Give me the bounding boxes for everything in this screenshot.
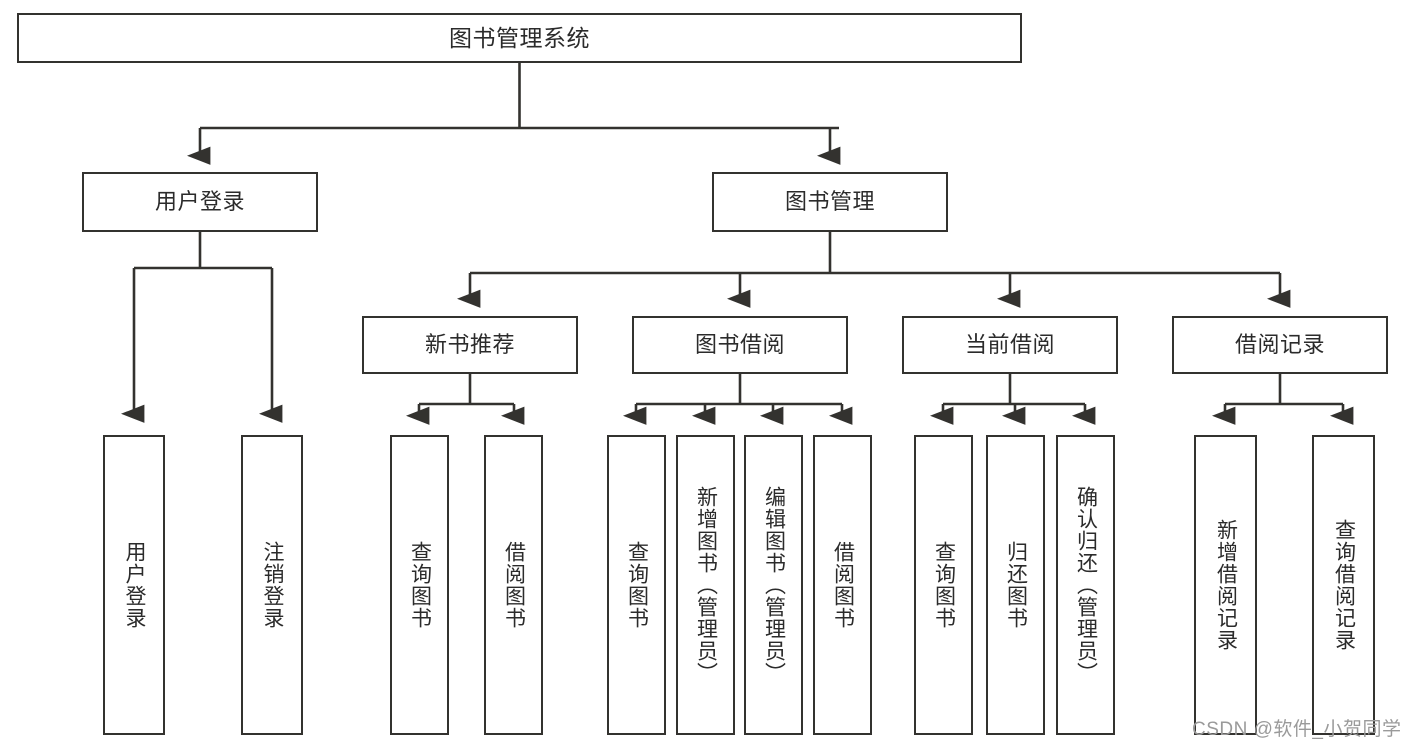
node-leaf-query-book-3[interactable]: 查询图书 xyxy=(914,435,973,735)
node-book-borrow[interactable]: 图书借阅 xyxy=(632,316,848,374)
leaf-label: 查询图书 xyxy=(932,541,956,629)
leaf-label: 归还图书 xyxy=(1004,541,1028,629)
node-leaf-confirm-return[interactable]: 确认归还（管理员） xyxy=(1056,435,1115,735)
node-user-login[interactable]: 用户登录 xyxy=(82,172,318,232)
node-leaf-add-book[interactable]: 新增图书（管理员） xyxy=(676,435,735,735)
leaf-label: 编辑图书（管理员） xyxy=(762,486,786,684)
leaf-label: 用户登录 xyxy=(123,541,147,629)
node-leaf-query-book-2[interactable]: 查询图书 xyxy=(607,435,666,735)
node-current-borrow[interactable]: 当前借阅 xyxy=(902,316,1118,374)
leaf-label: 借阅图书 xyxy=(502,541,526,629)
node-leaf-borrow-book-1[interactable]: 借阅图书 xyxy=(484,435,543,735)
node-leaf-add-record[interactable]: 新增借阅记录 xyxy=(1194,435,1257,735)
node-book-manage[interactable]: 图书管理 xyxy=(712,172,948,232)
node-leaf-logout[interactable]: 注销登录 xyxy=(241,435,303,735)
node-borrow-record[interactable]: 借阅记录 xyxy=(1172,316,1388,374)
node-leaf-query-book-1[interactable]: 查询图书 xyxy=(390,435,449,735)
csdn-watermark: CSDN @软件_小贺同学 xyxy=(1192,719,1402,740)
node-new-book-recommend[interactable]: 新书推荐 xyxy=(362,316,578,374)
leaf-label: 注销登录 xyxy=(261,541,285,629)
leaf-label: 确认归还（管理员） xyxy=(1074,486,1098,684)
leaf-label: 借阅图书 xyxy=(831,541,855,629)
leaf-label: 新增图书（管理员） xyxy=(694,486,718,684)
node-leaf-user-login[interactable]: 用户登录 xyxy=(103,435,165,735)
node-leaf-edit-book[interactable]: 编辑图书（管理员） xyxy=(744,435,803,735)
leaf-label: 新增借阅记录 xyxy=(1214,519,1238,651)
node-leaf-query-record[interactable]: 查询借阅记录 xyxy=(1312,435,1375,735)
node-root-system[interactable]: 图书管理系统 xyxy=(17,13,1022,63)
leaf-label: 查询借阅记录 xyxy=(1332,519,1356,651)
node-leaf-borrow-book-2[interactable]: 借阅图书 xyxy=(813,435,872,735)
leaf-label: 查询图书 xyxy=(625,541,649,629)
node-leaf-return-book[interactable]: 归还图书 xyxy=(986,435,1045,735)
leaf-label: 查询图书 xyxy=(408,541,432,629)
